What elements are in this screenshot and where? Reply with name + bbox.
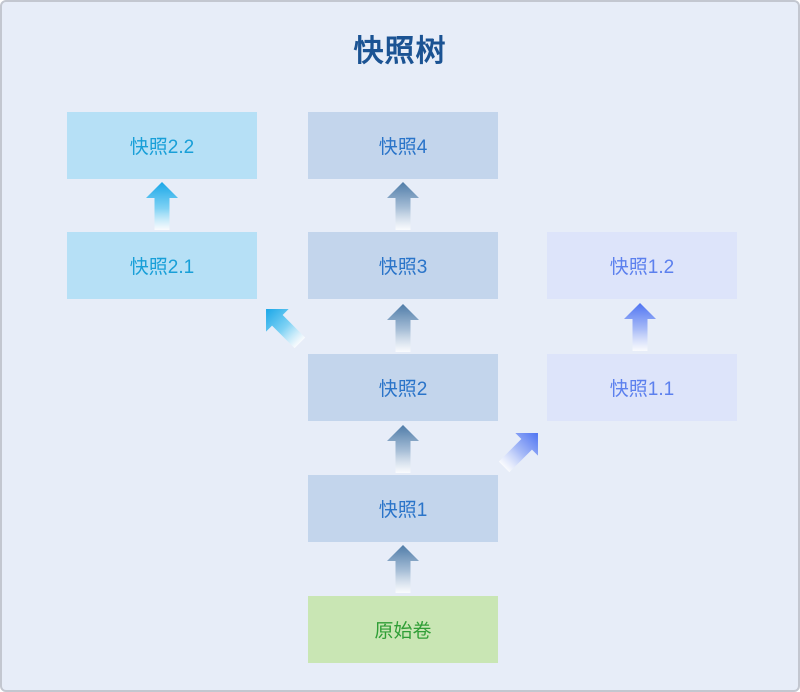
arrow-up-right-icon <box>498 433 538 473</box>
arrow-up-icon <box>146 182 178 230</box>
node-snapshot-1: 快照1 <box>308 475 498 542</box>
node-snapshot-1-2: 快照1.2 <box>547 232 737 299</box>
node-snapshot-1-1: 快照1.1 <box>547 354 737 421</box>
node-snapshot-2-2: 快照2.2 <box>67 112 257 179</box>
arrow-up-icon <box>387 304 419 352</box>
arrow-up-icon <box>624 303 656 351</box>
node-origin-volume: 原始卷 <box>308 596 498 663</box>
diagram-title: 快照树 <box>353 35 447 68</box>
arrow-up-left-icon <box>266 309 306 349</box>
node-snapshot-3: 快照3 <box>308 232 498 299</box>
node-snapshot-2-1: 快照2.1 <box>67 232 257 299</box>
node-snapshot-4: 快照4 <box>308 112 498 179</box>
node-snapshot-2: 快照2 <box>308 354 498 421</box>
arrow-up-icon <box>387 425 419 473</box>
arrow-up-icon <box>387 182 419 230</box>
arrow-up-icon <box>387 545 419 593</box>
